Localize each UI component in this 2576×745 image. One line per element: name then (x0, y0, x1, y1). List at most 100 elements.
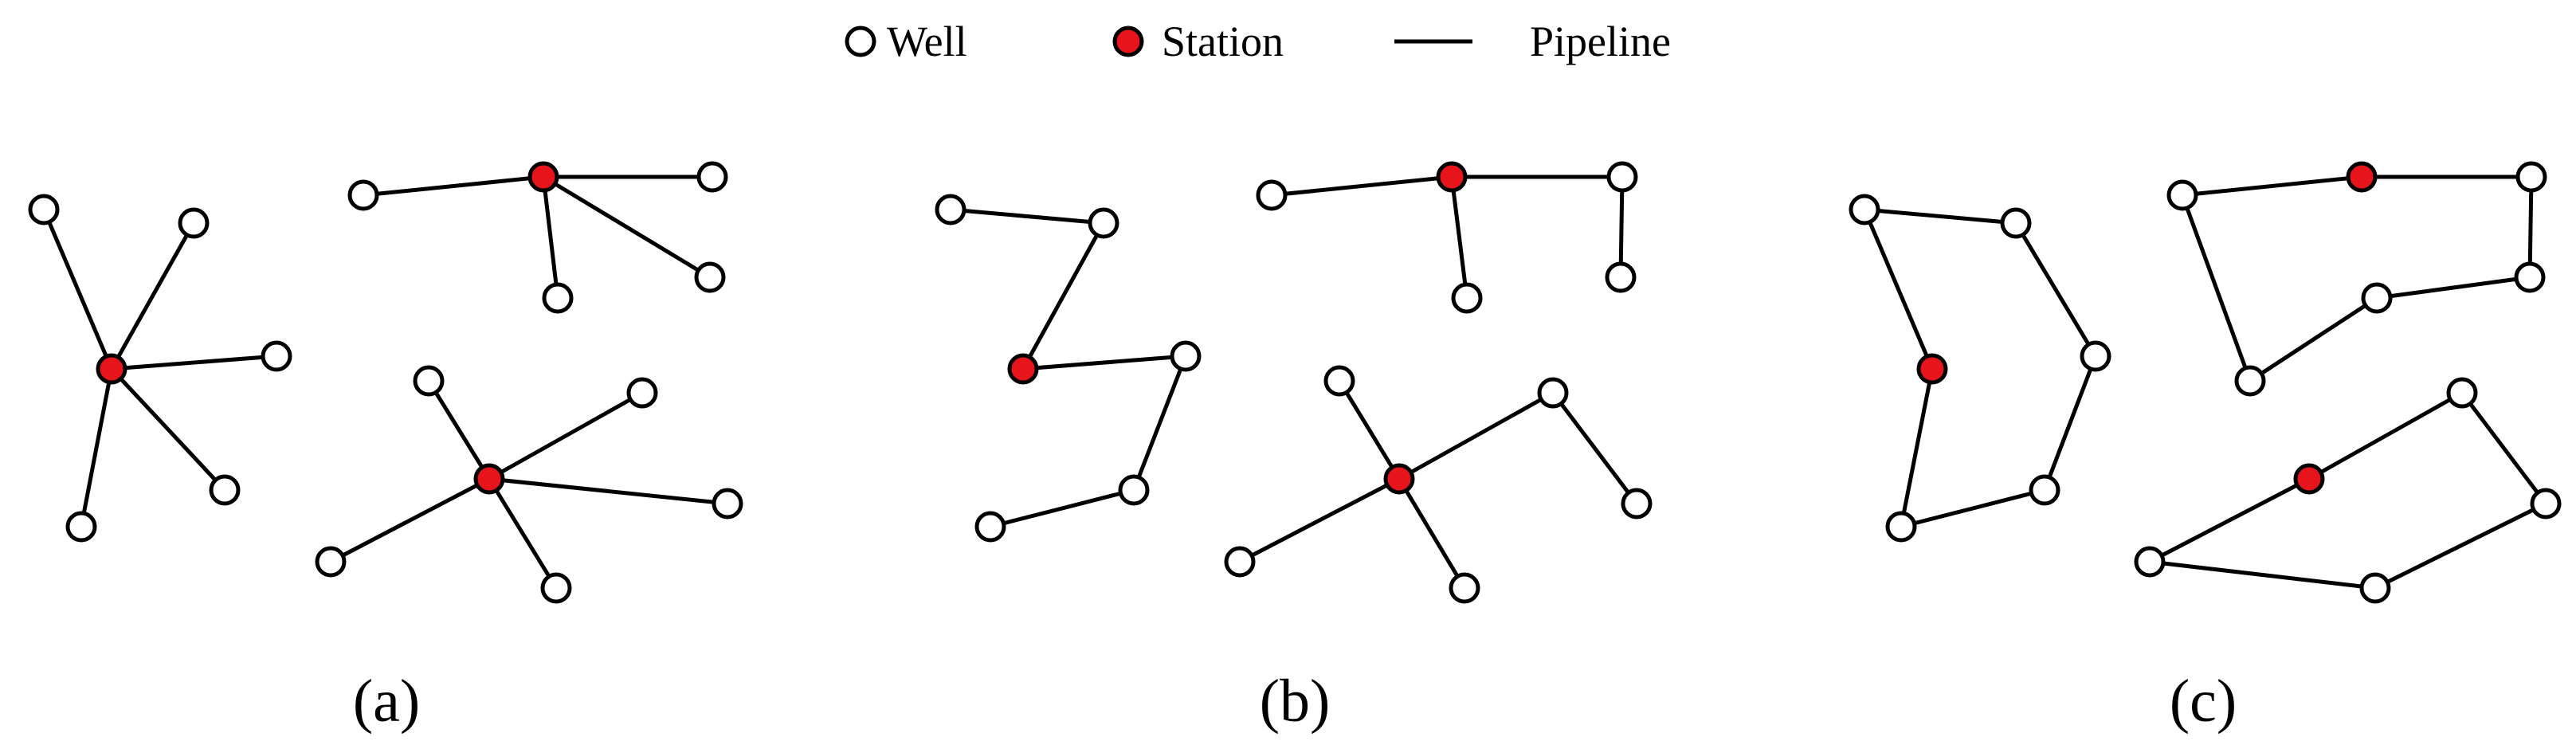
well-node (2166, 179, 2198, 211)
pipeline (487, 477, 559, 590)
well-node (2361, 282, 2393, 314)
legend-item-pipeline: Pipeline (1394, 18, 1671, 65)
well-node (694, 261, 726, 293)
pipeline (329, 476, 491, 564)
pipeline (2042, 355, 2098, 491)
well-node (28, 194, 60, 225)
well-node (1606, 161, 1638, 193)
pipeline (1551, 391, 1638, 505)
well-node (2029, 474, 2060, 506)
well-node (542, 282, 574, 314)
well-node (1088, 207, 1119, 239)
pipeline (1337, 379, 1402, 480)
station-node (527, 161, 559, 193)
well-node (261, 340, 292, 372)
pipeline (2148, 476, 2311, 564)
station-node (2293, 463, 2325, 495)
pipeline (990, 488, 1135, 529)
panel-c-nodes (1849, 161, 2562, 604)
well-node (209, 474, 241, 506)
panel-a-nodes (28, 161, 743, 604)
pipeline (79, 368, 114, 527)
station-node (1916, 353, 1948, 385)
station-node (473, 463, 505, 495)
well-node (1170, 340, 1202, 372)
pipeline (488, 390, 644, 481)
pipeline (1899, 368, 1935, 527)
pipeline (109, 222, 196, 371)
pipeline (426, 379, 492, 480)
panel-b-label: (b) (1260, 668, 1331, 735)
pipeline (111, 354, 277, 371)
pipeline (950, 207, 1104, 225)
well-node (1451, 282, 1483, 314)
well-node (2134, 546, 2166, 578)
well-node (974, 511, 1006, 543)
well-node (626, 377, 658, 409)
pipeline (363, 174, 544, 198)
pipeline (2149, 559, 2376, 590)
legend-well-label: Well (887, 18, 967, 65)
well-node (2234, 365, 2266, 397)
pipeline (2249, 296, 2378, 383)
legend: Well Station Pipeline (845, 18, 1671, 65)
pipeline (2307, 390, 2464, 481)
well-node (1224, 546, 1256, 578)
pipeline (2460, 391, 2547, 505)
legend-well-symbol (845, 25, 876, 57)
pipeline (542, 174, 712, 280)
panel-a (28, 161, 743, 604)
pipeline (1131, 355, 1188, 491)
panel-b-nodes (935, 161, 1653, 604)
pipeline (541, 176, 560, 299)
legend-station-label: Station (1162, 18, 1284, 65)
pipeline (2013, 222, 2098, 358)
panel-c-pipelines (1862, 174, 2547, 590)
well-node (1621, 488, 1653, 520)
well-node (712, 488, 743, 520)
well-node (315, 546, 347, 578)
pipeline (110, 367, 226, 492)
well-node (2446, 377, 2478, 409)
well-node (1256, 179, 1288, 211)
pipeline (2180, 194, 2253, 382)
pipeline (1900, 488, 2045, 529)
pipeline (1398, 390, 1555, 481)
station-node (2346, 161, 2378, 193)
pipeline (1618, 176, 1625, 278)
pipeline (1022, 354, 1186, 371)
well-node (2530, 488, 2562, 520)
well-node (935, 194, 966, 225)
panel-a-pipelines (41, 174, 728, 590)
well-node (178, 207, 210, 239)
well-node (1449, 572, 1480, 604)
pipeline (1021, 222, 1106, 371)
panel-b-pipelines (950, 174, 1638, 590)
pipeline (2182, 174, 2362, 198)
well-node (1849, 194, 1880, 225)
pipeline (1238, 476, 1401, 564)
legend-item-well: Well (845, 18, 967, 65)
pipeline (41, 209, 114, 370)
pipeline (2527, 176, 2534, 278)
pipeline (488, 476, 728, 506)
well-node (1537, 377, 1569, 409)
well-node (413, 365, 445, 397)
pipeline (2374, 501, 2547, 590)
pipeline (1397, 477, 1467, 590)
panel-c-label: (c) (2170, 668, 2237, 735)
pipeline (1862, 209, 1935, 370)
well-node (1885, 511, 1917, 543)
station-node (96, 353, 127, 385)
well-node (2514, 261, 2546, 293)
well-node (2000, 207, 2032, 239)
pipeline (1271, 174, 1453, 198)
panel-b (935, 161, 1653, 604)
station-node (1436, 161, 1468, 193)
legend-item-station: Station (1112, 18, 1284, 65)
well-node (65, 511, 97, 543)
pipeline (2376, 275, 2531, 300)
panel-c (1849, 161, 2562, 604)
station-node (1383, 463, 1415, 495)
